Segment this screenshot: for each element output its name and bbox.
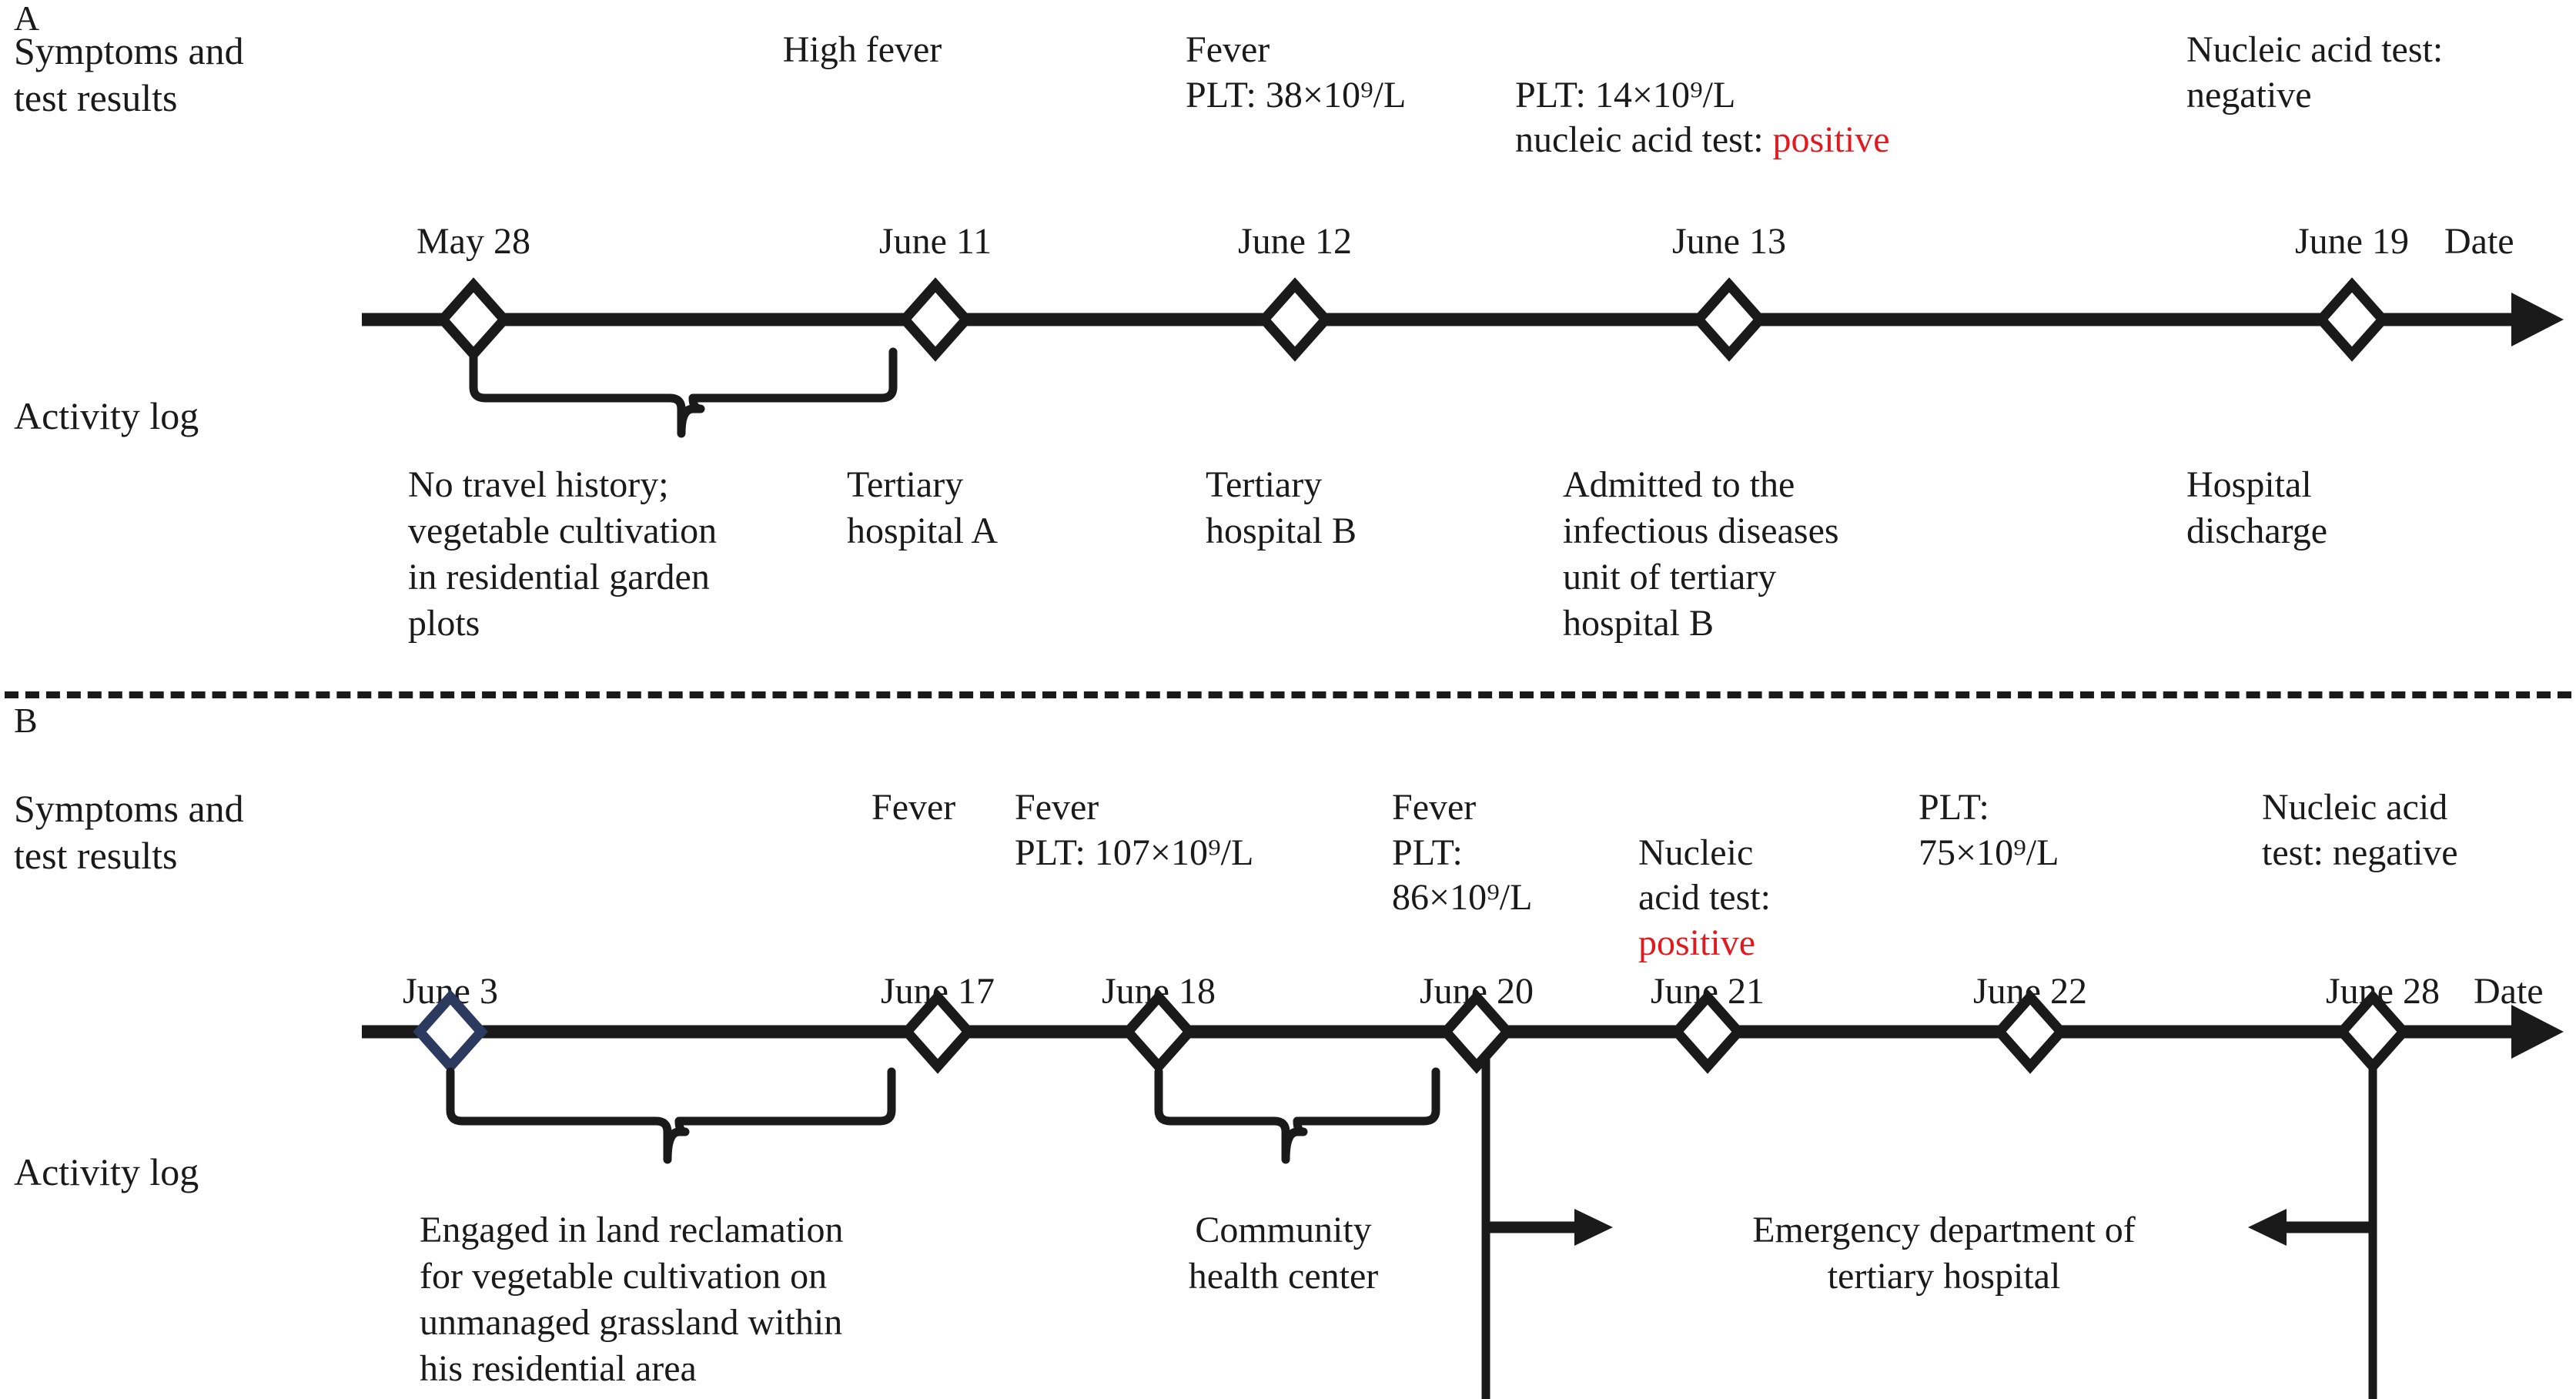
branch-arrow-left-b: [2248, 1209, 2287, 1246]
activity-b-2: Community health center: [1188, 1210, 1379, 1297]
activity-b-0: Engaged in land reclamation for vegetabl…: [420, 1210, 844, 1389]
axis-label-a: Date: [2444, 221, 2514, 262]
timeline-marker-a-2[interactable]: [1257, 277, 1333, 362]
symptoms-a-3-positive: positive: [1772, 119, 1890, 161]
date-a-2: June 12: [1238, 221, 1352, 262]
panel-letter-b: B: [14, 701, 38, 740]
activity-b-span: Emergency department of tertiary hospita…: [1752, 1210, 2136, 1297]
brace-b-0: [446, 1067, 896, 1164]
row-label-symptoms-a: Symptoms and test results: [14, 29, 244, 119]
timeline-axis-b: [362, 989, 2564, 1399]
date-a-3: June 13: [1672, 221, 1786, 262]
timeline-marker-a-4[interactable]: [2314, 277, 2390, 362]
symptoms-a-2: Fever PLT: 38×10⁹/L: [1186, 29, 1407, 115]
axis-arrowhead-b: [2511, 1005, 2564, 1059]
symptoms-b-4-positive: positive: [1638, 922, 1755, 963]
timeline-axis-a: [362, 277, 2564, 362]
activity-a-4: Hospital discharge: [2186, 464, 2328, 551]
timeline-marker-b-2[interactable]: [1121, 989, 1196, 1074]
axis-arrowhead-a: [2511, 293, 2564, 346]
panel-divider: [5, 691, 2571, 698]
activity-a-1: Tertiary hospital A: [847, 464, 999, 551]
symptoms-b-1: Fever: [871, 787, 956, 828]
symptoms-b-5: PLT: 75×10⁹/L: [1919, 787, 2059, 873]
timeline-marker-b-0[interactable]: [413, 989, 488, 1074]
symptoms-a-1: High fever: [782, 29, 942, 70]
symptoms-b-6: Nucleic acid test: negative: [2262, 787, 2458, 873]
symptoms-b-3: Fever PLT: 86×10⁹/L: [1392, 787, 1533, 919]
timeline-marker-b-6[interactable]: [2335, 989, 2410, 1074]
row-label-activity-a: Activity log: [14, 394, 199, 437]
brace-b-2: [1154, 1067, 1440, 1164]
timeline-marker-a-1[interactable]: [898, 277, 973, 362]
timeline-marker-a-3[interactable]: [1691, 277, 1767, 362]
activity-a-3: Admitted to the infectious diseases unit…: [1563, 464, 1839, 644]
branch-arrow-right-b: [1574, 1209, 1613, 1246]
symptoms-b-4-text: Nucleic acid test:: [1638, 832, 1771, 919]
activity-a-0: No travel history; vegetable cultivation…: [408, 464, 718, 644]
date-a-0: May 28: [417, 221, 530, 262]
row-label-symptoms-b: Symptoms and test results: [14, 787, 244, 877]
brace-a-0: [469, 347, 898, 438]
timeline-marker-b-3[interactable]: [1439, 989, 1514, 1074]
symptoms-a-3-text: PLT: 14×10⁹/L nucleic acid test:: [1515, 74, 1764, 161]
symptoms-a-4: Nucleic acid test: negative: [2186, 29, 2444, 115]
symptoms-b-4: Nucleic acid test: positive: [1638, 785, 1892, 966]
timeline-marker-b-1[interactable]: [900, 989, 975, 1074]
row-label-activity-b: Activity log: [14, 1150, 199, 1193]
date-a-1: June 11: [878, 221, 992, 262]
panel-letter-a: A: [14, 0, 40, 38]
timeline-marker-b-4[interactable]: [1670, 989, 1745, 1074]
date-a-4: June 19: [2295, 221, 2409, 262]
timeline-marker-a-0[interactable]: [436, 277, 511, 362]
symptoms-a-3: PLT: 14×10⁹/L nucleic acid test: positiv…: [1515, 28, 2069, 163]
axis-label-b: Date: [2474, 971, 2544, 1012]
timeline-marker-b-5[interactable]: [1992, 989, 2068, 1074]
activity-a-2: Tertiary hospital B: [1206, 464, 1357, 551]
symptoms-b-2: Fever PLT: 107×10⁹/L: [1015, 787, 1254, 873]
